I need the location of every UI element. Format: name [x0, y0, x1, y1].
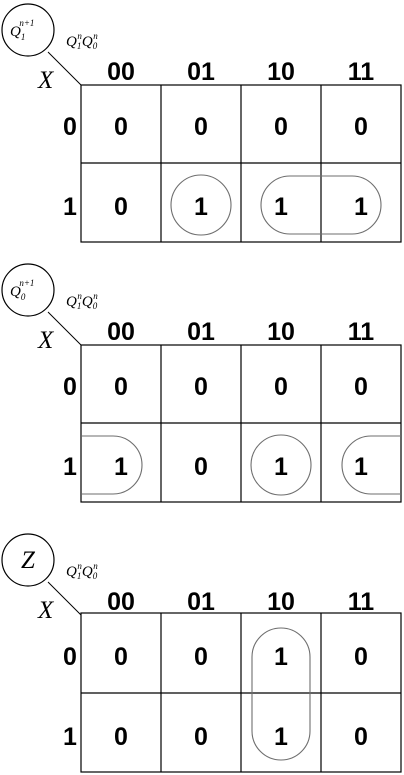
col-header: 11	[348, 318, 375, 346]
column-variable-label: Q1nQ0n	[66, 561, 98, 581]
group-loop	[260, 175, 382, 235]
col-header: 10	[267, 588, 295, 616]
output-label: Q1n+1	[10, 18, 34, 42]
column-variable-label: Q1nQ0n	[66, 291, 98, 311]
cell-value: 0	[194, 113, 208, 141]
col-header: 11	[348, 588, 375, 616]
cell-value: 1	[274, 453, 288, 481]
cell-value: 0	[194, 643, 208, 671]
col-header: 00	[107, 58, 135, 86]
row-variable-label: X	[37, 597, 55, 624]
output-label-circle	[1, 263, 55, 317]
cell-value: 0	[114, 643, 128, 671]
cell-value: 0	[194, 723, 208, 751]
row-header: 0	[63, 113, 77, 141]
cell-value: 0	[354, 113, 368, 141]
col-header: 10	[267, 58, 295, 86]
row-header: 1	[63, 193, 77, 221]
cell-value: 0	[354, 373, 368, 401]
output-label: Z	[21, 547, 36, 574]
cell-value: 0	[114, 373, 128, 401]
col-header: 01	[187, 588, 215, 616]
col-header: 01	[187, 58, 215, 86]
group-loop-wrap-right	[341, 435, 401, 495]
row-header: 0	[63, 373, 77, 401]
cell-value: 0	[274, 113, 288, 141]
cell-value: 0	[194, 373, 208, 401]
group-loop	[250, 434, 312, 496]
cell-value: 0	[114, 193, 128, 221]
col-header: 00	[107, 588, 135, 616]
group-loop	[251, 627, 311, 761]
kmap-corner-diagonal	[47, 581, 82, 616]
kmap-corner-diagonal	[47, 311, 82, 346]
cell-value: 1	[114, 453, 128, 481]
cell-value: 1	[354, 453, 368, 481]
cell-value: 1	[274, 643, 288, 671]
cell-value: 0	[274, 373, 288, 401]
row-header: 1	[63, 723, 77, 751]
kmap-z: Z Q1nQ0n X 00 01 10 11 0 1 0 0 1 0 0 0 1…	[1, 533, 402, 773]
column-variable-label: Q1nQ0n	[66, 31, 98, 51]
cell-value: 0	[354, 643, 368, 671]
row-header: 1	[63, 453, 77, 481]
col-header: 11	[348, 58, 375, 86]
kmap-corner-diagonal	[47, 51, 82, 86]
col-header: 10	[267, 318, 295, 346]
group-loop	[170, 174, 232, 236]
kmap-q0: Q0n+1 Q1nQ0n X 00 01 10 11 0 1 0 0 0 0 1…	[1, 263, 402, 503]
cell-value: 0	[194, 453, 208, 481]
cell-value: 1	[274, 193, 288, 221]
cell-value: 0	[114, 723, 128, 751]
output-label-circle	[1, 3, 55, 57]
row-header: 0	[63, 643, 77, 671]
row-variable-label: X	[37, 67, 55, 94]
cell-value: 0	[354, 723, 368, 751]
cell-value: 0	[114, 113, 128, 141]
group-loop-wrap-left	[82, 435, 143, 495]
cell-value: 1	[354, 193, 368, 221]
cell-value: 1	[194, 193, 208, 221]
col-header: 00	[107, 318, 135, 346]
kmap-q1: Q1n+1 Q1nQ0n X 00 01 10 11 0 1 0 0 0 0 0…	[1, 3, 402, 243]
output-label: Q0n+1	[10, 278, 34, 302]
output-label-circle	[1, 533, 55, 587]
cell-value: 1	[274, 723, 288, 751]
row-variable-label: X	[37, 327, 55, 354]
col-header: 01	[187, 318, 215, 346]
